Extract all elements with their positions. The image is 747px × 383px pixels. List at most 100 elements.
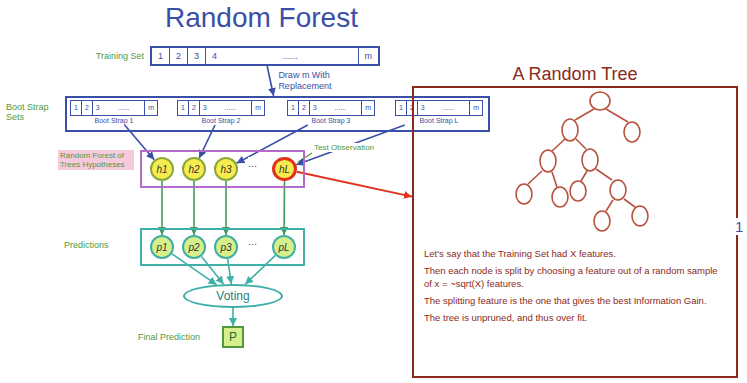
index-cell: 1 bbox=[178, 101, 188, 115]
final-heading: Final Prediction bbox=[138, 332, 210, 342]
tree-node bbox=[516, 184, 532, 204]
tree-node bbox=[632, 206, 648, 226]
node-label: p1 bbox=[156, 242, 167, 253]
connector-arrow bbox=[225, 181, 227, 235]
connector-arrow bbox=[297, 172, 412, 197]
bootstrap-set: 123......mBoot Strap 2 bbox=[177, 100, 265, 125]
annotation-label: ... bbox=[248, 235, 257, 247]
panel-note: Let's say that the Training Set had X fe… bbox=[424, 248, 728, 260]
hypothesis-circle: hL bbox=[272, 157, 297, 181]
index-cell: ...... bbox=[103, 101, 144, 115]
panel-note: Then each node is split by choosing a fe… bbox=[424, 265, 728, 290]
group-heading: Random Forest of Trees Hypotheses bbox=[58, 150, 134, 170]
tree-node bbox=[562, 119, 578, 141]
connector-arrow bbox=[161, 181, 163, 235]
index-cell: 1 bbox=[71, 101, 81, 115]
tree-branch bbox=[576, 139, 586, 149]
hypothesis-circle: p3 bbox=[214, 235, 238, 259]
index-cell: 1 bbox=[152, 48, 169, 64]
group-box: Boot Strap Sets123......mBoot Strap 1123… bbox=[65, 96, 490, 132]
bootstrap-label: Boot Strap 1 bbox=[70, 116, 158, 125]
set-heading: Training Set bbox=[84, 51, 144, 61]
index-cell: 2 bbox=[81, 101, 92, 115]
hypothesis-circle: pL bbox=[272, 235, 296, 259]
connector-arrow bbox=[283, 181, 285, 235]
index-cell: 2 bbox=[188, 101, 199, 115]
prediction-value: P bbox=[229, 330, 237, 344]
bootstrap-set: 123......mBoot Strap L bbox=[395, 100, 483, 125]
tree-branch bbox=[606, 109, 628, 122]
tree-branch bbox=[581, 171, 587, 181]
tree-node bbox=[590, 92, 610, 110]
tree-node bbox=[594, 211, 610, 231]
node-label: pL bbox=[278, 242, 289, 253]
index-cell: 1 bbox=[396, 101, 406, 115]
index-cell: 3 bbox=[417, 101, 428, 115]
tree-node bbox=[570, 181, 586, 201]
tree-illustration bbox=[516, 92, 648, 231]
hypothesis-circle: h2 bbox=[182, 157, 206, 181]
hypothesis-circle: p1 bbox=[150, 235, 174, 259]
connector-arrow bbox=[201, 256, 223, 284]
tree-node bbox=[610, 180, 626, 200]
group-box: Predictionsp1p2p3pL bbox=[140, 228, 305, 266]
connector-arrow bbox=[193, 181, 195, 235]
panel-body: Let's say that the Training Set had X fe… bbox=[424, 248, 728, 330]
tree-node bbox=[582, 149, 598, 171]
index-cell: 3 bbox=[309, 101, 320, 115]
hypothesis-circle: h1 bbox=[150, 157, 174, 181]
bootstrap-row: 123......m bbox=[177, 100, 265, 116]
node-label: p2 bbox=[188, 242, 199, 253]
bootstrap-row: 123......m bbox=[395, 100, 483, 116]
random-tree-panel: A Random TreeLet's say that the Training… bbox=[412, 86, 738, 378]
index-cell: ...... bbox=[223, 48, 357, 64]
connector-arrow bbox=[228, 259, 232, 284]
bootstrap-label: Boot Strap 2 bbox=[177, 116, 265, 125]
tree-node bbox=[552, 187, 568, 207]
tree-branch bbox=[575, 109, 594, 120]
tree-branch bbox=[528, 171, 542, 184]
diagram-title: Random Forest bbox=[165, 2, 358, 34]
index-cell: m bbox=[251, 101, 264, 115]
bootstrap-set: 123......mBoot Strap 3 bbox=[287, 100, 375, 125]
index-cell: ...... bbox=[320, 101, 361, 115]
tree-node bbox=[540, 150, 556, 172]
panel-note: The tree is unpruned, and thus over fit. bbox=[424, 312, 728, 324]
hypothesis-circle: p2 bbox=[182, 235, 206, 259]
index-cell: 3 bbox=[92, 101, 103, 115]
edge-label: Draw m With Replacement bbox=[278, 70, 363, 92]
training-set-box: Training Set1234......m bbox=[150, 46, 380, 66]
connector-arrow bbox=[199, 125, 215, 158]
leader-line bbox=[298, 153, 312, 162]
annotation-label: Test Observation bbox=[314, 143, 374, 152]
tree-branch bbox=[552, 172, 557, 187]
index-cell: m bbox=[361, 101, 374, 115]
index-cell: 2 bbox=[169, 48, 187, 64]
panel-note: The splitting feature is the one that gi… bbox=[424, 295, 728, 307]
tree-branch bbox=[624, 199, 635, 207]
node-label: hL bbox=[279, 164, 290, 175]
connector-arrow bbox=[267, 66, 273, 96]
tree-branch bbox=[606, 200, 613, 211]
voting-ellipse: Voting bbox=[183, 284, 283, 308]
bootstrap-label: Boot Strap 3 bbox=[287, 116, 375, 125]
index-cell: 3 bbox=[187, 48, 205, 64]
index-cell: m bbox=[144, 101, 157, 115]
bootstrap-row: 123......m bbox=[287, 100, 375, 116]
bootstrap-set: 123......mBoot Strap 1 bbox=[70, 100, 158, 125]
index-cell: ...... bbox=[428, 101, 469, 115]
tree-node bbox=[624, 122, 640, 142]
index-cell: 4 bbox=[205, 48, 223, 64]
annotation-label: ... bbox=[248, 157, 257, 169]
node-label: Voting bbox=[216, 289, 249, 303]
index-cell: 2 bbox=[298, 101, 309, 115]
final-prediction-box: Final PredictionP bbox=[222, 326, 244, 348]
node-label: h1 bbox=[156, 164, 167, 175]
index-cell: ...... bbox=[210, 101, 251, 115]
bootstrap-row: 123......m bbox=[70, 100, 158, 116]
group-heading: Predictions bbox=[64, 240, 124, 250]
index-cell: m bbox=[469, 101, 482, 115]
hypothesis-circle: h3 bbox=[214, 157, 238, 181]
group-heading: Boot Strap Sets bbox=[6, 102, 62, 123]
